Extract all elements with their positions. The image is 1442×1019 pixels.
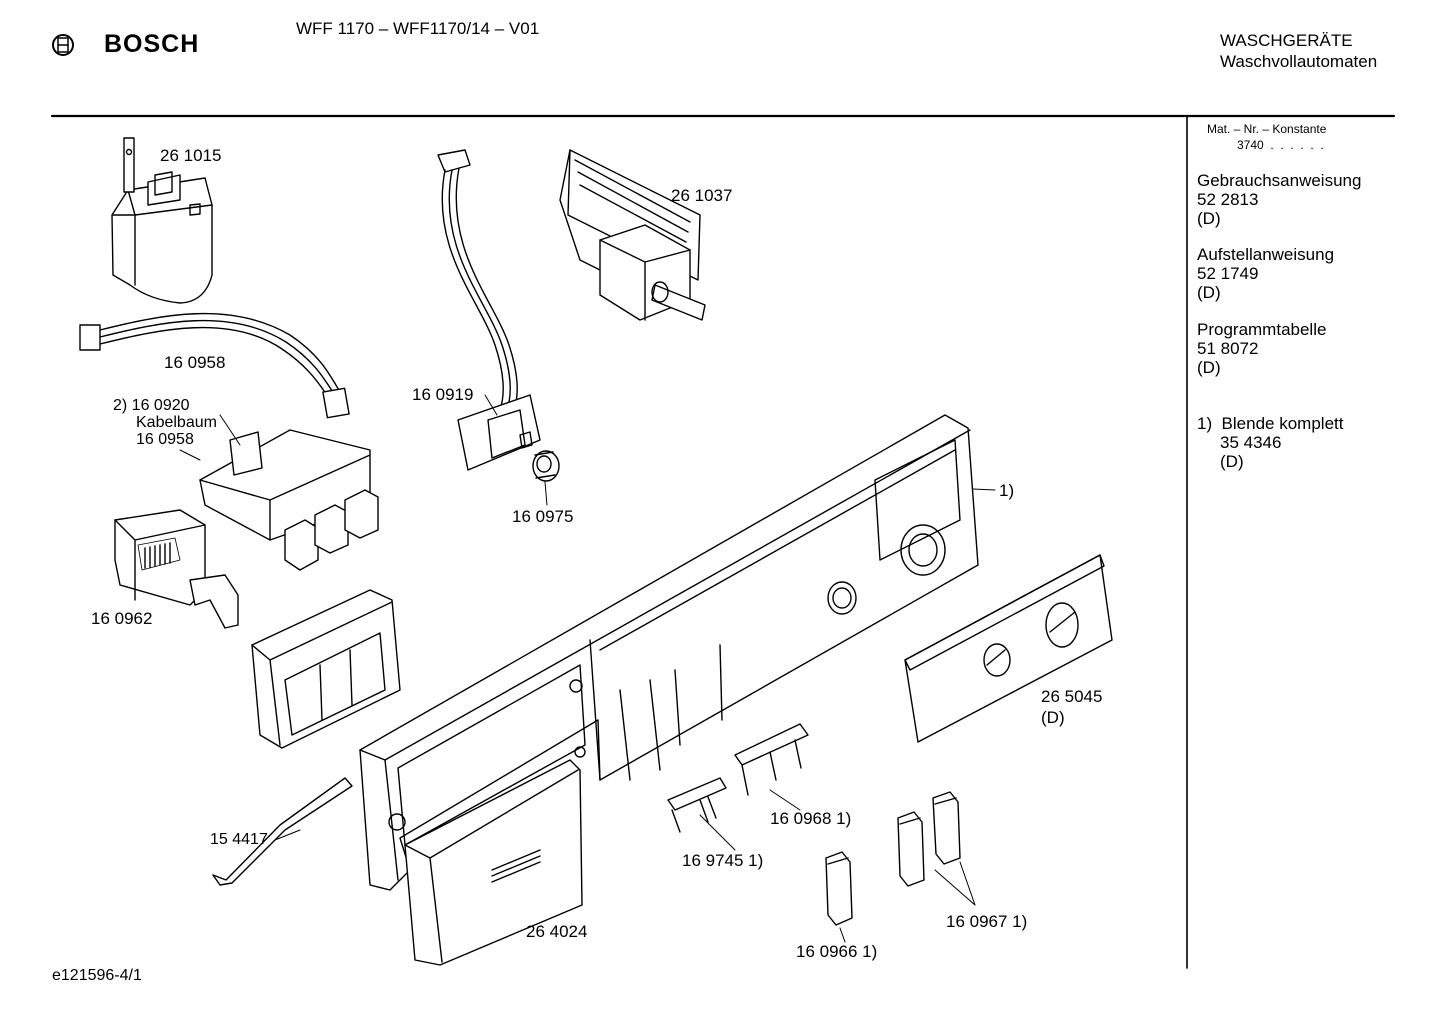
label-265045: 26 5045 [1041,687,1103,706]
part-160975-knob [532,450,560,482]
doc-aufstellanweisung: Aufstellanweisung 52 1749 (D) [1197,245,1334,302]
doc-lang: (D) [1197,358,1221,377]
doc-title: Aufstellanweisung [1197,245,1335,264]
part-261037-control-module [559,149,706,321]
label-160968: 16 0968 1) [770,809,852,828]
label-kabelbaum: Kabelbaum [136,414,217,431]
part-264024-drawer-front [404,759,583,966]
label-169745: 16 9745 1) [682,851,764,870]
part-switch-frame [251,589,401,749]
label-154417: 15 4417 [210,831,268,848]
doc-title: Programmtabelle [1197,320,1327,339]
note-number: 35 4346 [1220,433,1282,452]
model-line: WFF 1170 – WFF1170/14 – V01 [296,19,540,38]
label-160967: 16 0967 1) [946,912,1028,931]
part-265045-decor-plate [904,554,1113,743]
label-264024: 26 4024 [526,922,588,941]
part-169745-clip [667,777,727,833]
label-160919: 16 0919 [412,385,474,404]
part-control-panel [359,414,979,891]
label-265045-lang: (D) [1041,708,1065,727]
label-panel-note: 1) [999,481,1015,500]
label-160920: 2) 16 0920 [113,397,190,414]
label-160958-b: 16 0958 [136,431,194,448]
note-title: 1) Blende komplett [1197,414,1344,433]
label-160966: 16 0966 1) [796,942,878,961]
doc-number: 52 1749 [1197,264,1259,283]
label-160975: 16 0975 [512,507,574,526]
part-160919-switch [437,149,541,471]
part-160920-switch-assembly [199,429,379,571]
part-160967-buttons [897,791,961,887]
label-261037: 26 1037 [671,186,733,205]
category-subtitle: Waschvollautomaten [1220,52,1378,71]
note-blende-komplett: 1) Blende komplett 35 4346 (D) [1197,414,1343,471]
label-261015: 26 1015 [160,146,222,165]
doc-number: 51 8072 [1197,339,1259,358]
label-160958: 16 0958 [164,353,226,372]
mat-nr-label: Mat. – Nr. – Konstante [1207,122,1327,136]
part-160958-harness [79,312,350,419]
category-title: WASCHGERÄTE [1220,31,1353,50]
label-160920-group: 2) 16 0920 Kabelbaum 16 0958 [113,397,217,448]
note-lang: (D) [1220,452,1244,471]
brand-name: BOSCH [104,30,200,58]
label-160962: 16 0962 [91,609,153,628]
part-261015-suppressor [111,137,213,304]
leader-lines [179,394,996,943]
part-154417-rod [212,777,353,886]
doc-lang: (D) [1197,283,1221,302]
bosch-logo-icon [52,34,74,56]
doc-number: 52 2813 [1197,190,1259,209]
mat-nr-value: 3740 . . . . . . [1237,138,1324,152]
doc-title: Gebrauchsanweisung [1197,171,1362,190]
category-block: WASCHGERÄTE Waschvollautomaten [1220,30,1377,72]
part-160966-button [825,851,853,926]
drawing-id: e121596-4/1 [52,967,142,984]
doc-lang: (D) [1197,209,1221,228]
label-265045-group: 26 5045 (D) [1041,686,1102,728]
part-160968-clip [734,723,809,796]
doc-gebrauchsanweisung: Gebrauchsanweisung 52 2813 (D) [1197,171,1361,228]
part-160962-mains-switch [114,509,239,629]
doc-programmtabelle: Programmtabelle 51 8072 (D) [1197,320,1326,377]
